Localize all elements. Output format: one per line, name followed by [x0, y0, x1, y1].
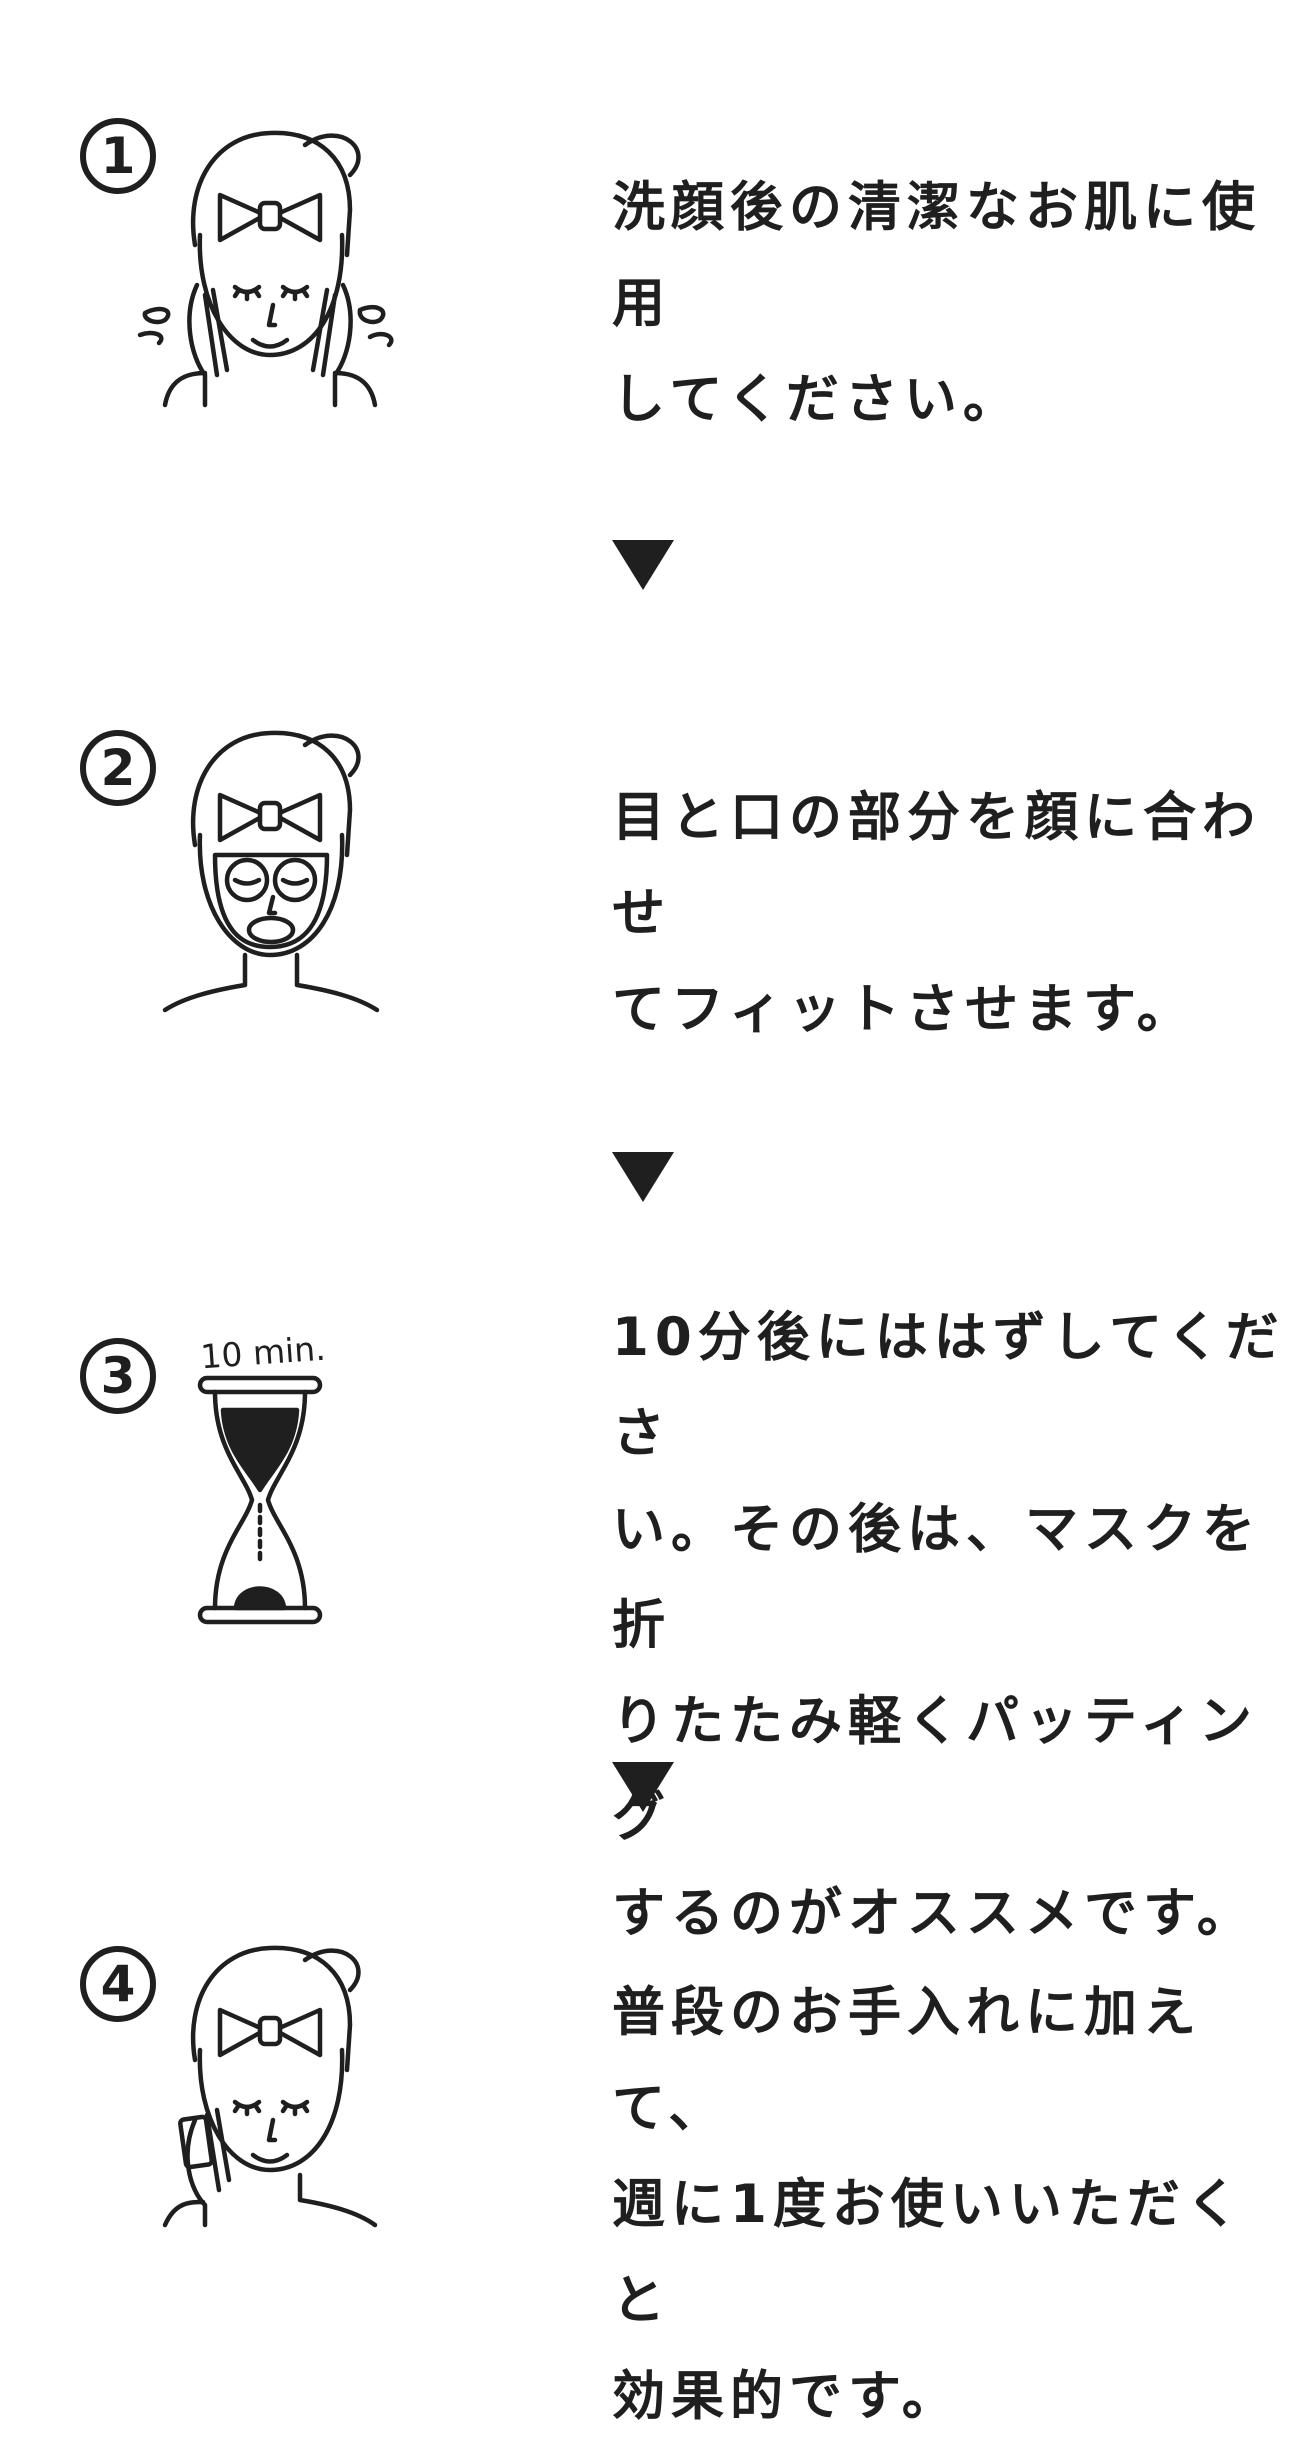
face-mask-icon	[162, 730, 380, 1013]
face-washing-icon	[137, 130, 394, 408]
step-text-2: 目と口の部分を顔に合わせ てフィットさせます。	[612, 787, 1261, 1040]
down-triangle-icon	[612, 1762, 674, 1812]
down-triangle-icon	[612, 540, 674, 590]
step-number-3: 3	[80, 1338, 156, 1414]
step-text-1: 洗顔後の清潔なお肌に使用 してください。	[612, 177, 1261, 430]
face-patting-icon	[162, 1945, 378, 2228]
step-text-4: 普段のお手入れに加えて、 週に1度お使いいただくと 効果的です。	[612, 1982, 1245, 2427]
step-text-3: 10分後にははずしてくださ い。その後は、マスクを折 りたたみ軽くパッティング …	[612, 1307, 1285, 1944]
step-number-4: 4	[80, 1946, 156, 2022]
down-triangle-icon	[612, 1152, 674, 1202]
step-number-1: 1	[80, 118, 156, 194]
hourglass-icon	[197, 1375, 323, 1625]
step-number-2: 2	[80, 730, 156, 806]
